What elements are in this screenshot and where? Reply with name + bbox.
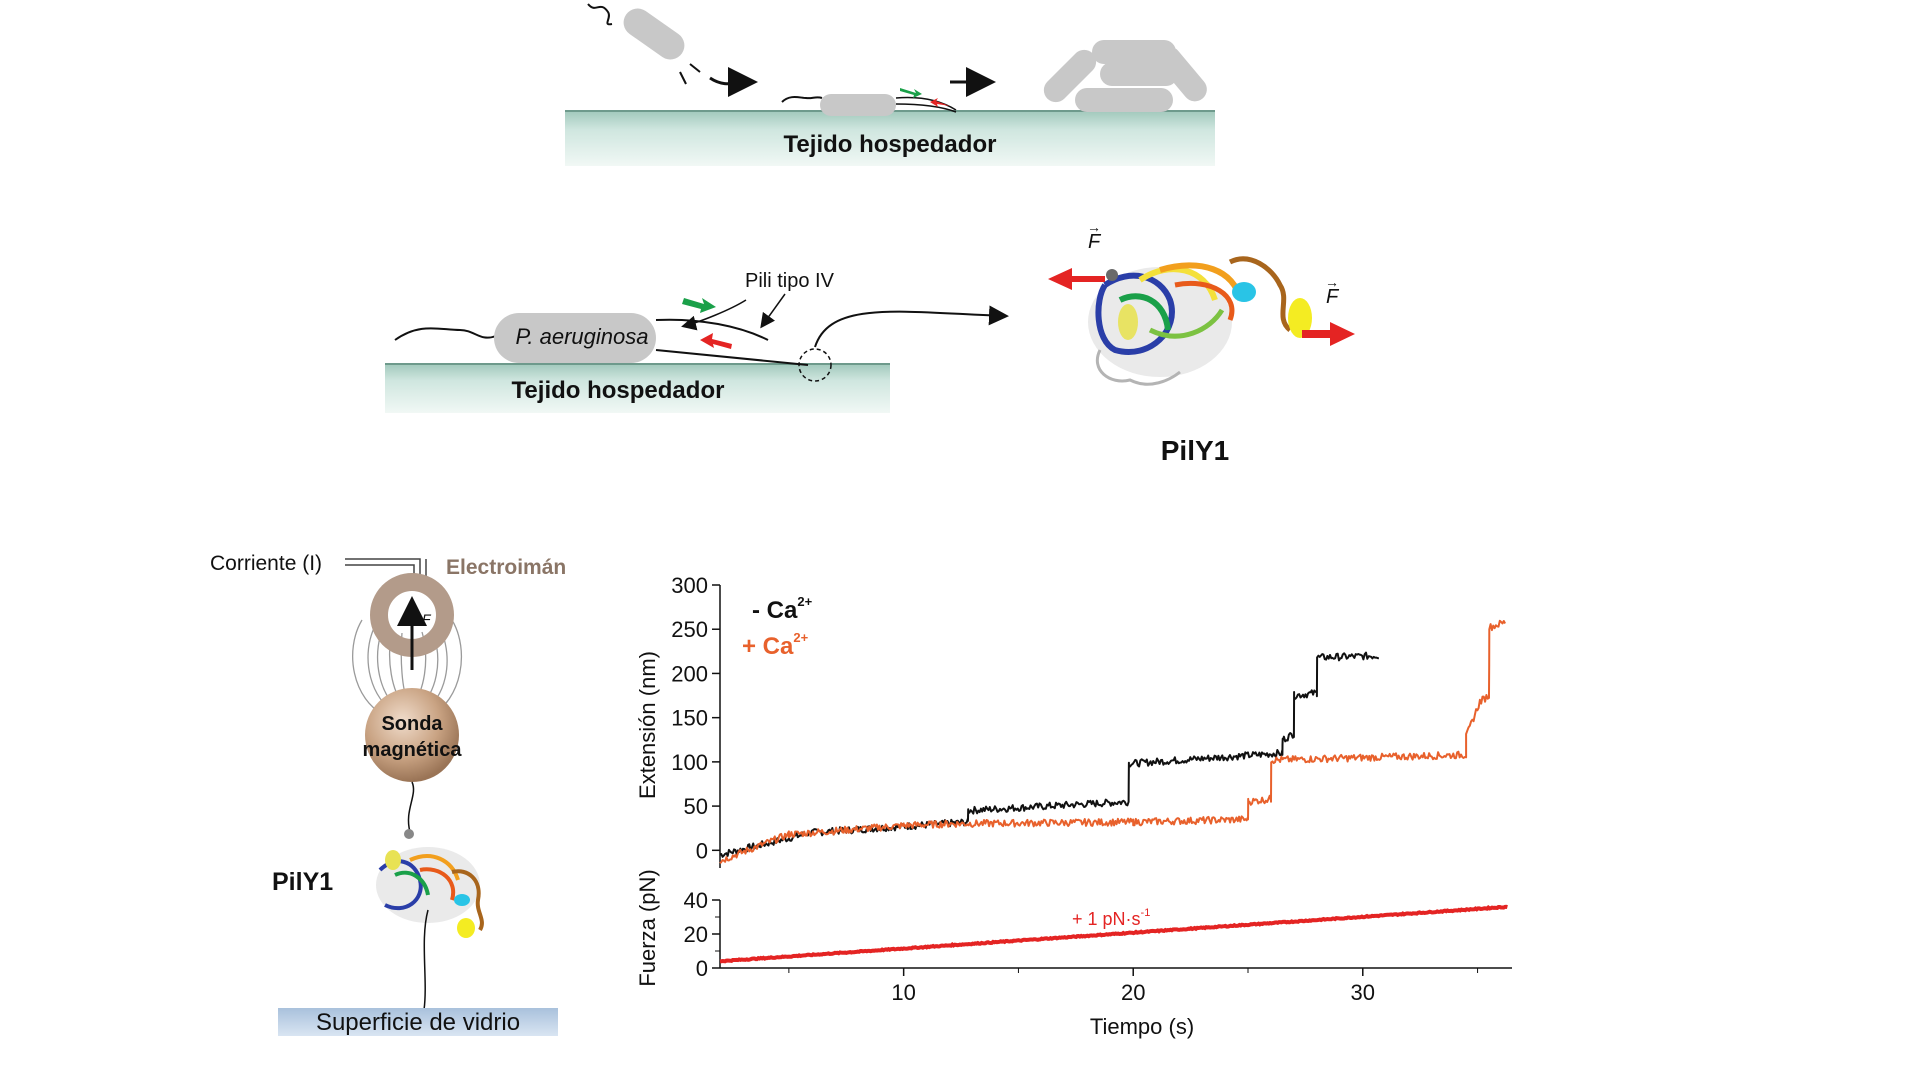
y-tick-label-top: 300 [671,573,708,598]
force-symbol-setup: F [422,611,432,627]
y-tick-label-top: 200 [671,661,708,686]
y-label-extension: Extensión (nm) [635,651,660,799]
y-tick-label-top: 0 [696,838,708,863]
y-tick-label-bottom: 20 [684,922,708,947]
middle-panel: Tejido hospedador P. aeruginosa Pili tip… [385,219,1355,466]
svg-text:→: → [1325,274,1339,290]
force-annotation: + 1 pN·s-1 [1072,907,1150,929]
x-tick-label: 10 [891,980,915,1005]
host-tissue-middle [385,363,890,413]
host-tissue-label-top: Tejido hospedador [784,131,997,158]
pily1-label-large: PilY1 [1161,435,1229,466]
pili-label: Pili tipo IV [745,270,835,292]
red-arrow-small [930,98,950,107]
force-arrow-left [1048,268,1105,290]
y-tick-label-top: 100 [671,750,708,775]
magnetic-probe[interactable] [365,688,459,782]
bacterium-label: P. aeruginosa [516,324,649,349]
probe-label-line2: magnética [363,739,463,761]
series-line-force [719,904,1508,964]
legend-plus-ca: + Ca2+ [742,630,809,660]
svg-text:→: → [1087,219,1101,235]
chart-top-axis: 0 50 100 150 200 250 300 [671,573,721,868]
force-arrow-right [1302,322,1355,346]
force-symbol-right: F [1326,286,1340,308]
pily1-structure-large [1088,256,1312,386]
legend-plus-ca-text: + Ca [742,633,794,660]
electromagnet-label: Electroimán [446,556,566,579]
pily1-label-small: PilY1 [272,868,333,896]
force-symbol-left: F [1088,231,1102,253]
host-tissue-top [565,110,1215,166]
series-line-plus-ca [719,619,1506,865]
y-tick-label-bottom: 40 [684,888,708,913]
y-tick-label-top: 150 [671,706,708,731]
free-bacterium [587,3,758,98]
legend-minus-ca-text: - Ca [752,597,798,624]
red-arrow [700,333,732,349]
host-tissue-label-middle: Tejido hospedador [512,377,725,404]
force-annotation-text: + 1 pN·s [1072,909,1141,929]
pseudomonas-bacterium [494,313,656,363]
type-iv-pilus-upper [655,318,769,341]
chart-series-layer [719,619,1508,964]
green-arrow-small [900,88,922,98]
green-arrow [682,298,716,313]
y-tick-label-top: 50 [684,794,708,819]
attached-bacterium [781,67,996,116]
current-label: Corriente (I) [210,552,322,575]
pily1-structure-small [376,847,484,938]
legend-minus-ca-sup: 2+ [797,594,812,609]
setup-panel: Corriente (I) Electroimán F Sonda magnét… [210,552,566,1036]
top-panel: Tejido hospedador [565,3,1215,166]
force-annotation-sup: -1 [1141,907,1151,919]
adhesion-site-circle [798,348,832,382]
legend-minus-ca: - Ca2+ [752,594,813,624]
x-tick-label: 20 [1121,980,1145,1005]
glass-surface [278,1008,558,1036]
type-iv-pilus-lower [655,349,809,366]
x-label-time: Tiempo (s) [1090,1014,1194,1039]
y-tick-label-top: 250 [671,617,708,642]
y-tick-label-bottom: 0 [696,956,708,981]
chart-bottom-axis: 0 20 40 10 20 30 [684,888,1512,1005]
biofilm-cluster [1043,40,1207,112]
legend-plus-ca-sup: 2+ [793,630,808,645]
y-label-force: Fuerza (pN) [635,869,660,986]
x-tick-label: 30 [1351,980,1375,1005]
glass-surface-label: Superficie de vidrio [316,1009,520,1036]
probe-label-line1: Sonda [381,713,443,735]
